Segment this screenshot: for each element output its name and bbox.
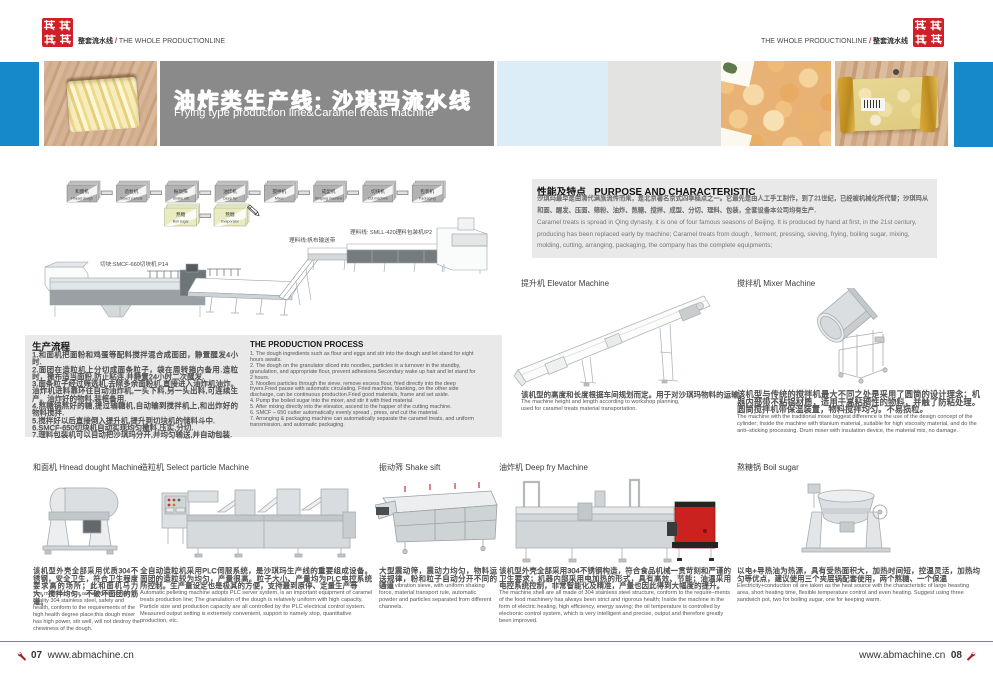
- svg-text:切块:SMCF-660切块机 P14: 切块:SMCF-660切块机 P14: [100, 260, 168, 268]
- svg-text:造粒机: 造粒机: [125, 188, 139, 195]
- svg-text:熬糖: 熬糖: [225, 211, 235, 218]
- svg-text:Packaging: Packaging: [419, 197, 436, 201]
- svg-text:油炸机: 油炸机: [223, 188, 237, 195]
- svg-text:理料线:帆布输送带: 理料线:帆布输送带: [289, 236, 336, 244]
- svg-text:包装机: 包装机: [420, 188, 434, 195]
- svg-text:搅拌机: 搅拌机: [272, 188, 286, 195]
- svg-text:Select particle: Select particle: [120, 197, 143, 201]
- svg-text:成型机: 成型机: [322, 188, 336, 195]
- svg-text:振动筛: 振动筛: [174, 188, 188, 195]
- svg-text:Boil sugar: Boil sugar: [173, 220, 190, 224]
- svg-text:Shake sift: Shake sift: [173, 197, 189, 201]
- svg-text:Cut machine: Cut machine: [368, 197, 388, 201]
- svg-text:Hnead dough: Hnead dough: [71, 197, 93, 201]
- svg-text:Shaping machine: Shaping machine: [315, 197, 343, 201]
- svg-text:Mixer: Mixer: [275, 197, 285, 201]
- svg-text:Evaporator: Evaporator: [221, 220, 239, 224]
- svg-text:Deep fry: Deep fry: [223, 197, 237, 201]
- svg-text:理料线: SMLL-420理料包装机/P2: 理料线: SMLL-420理料包装机/P2: [350, 228, 432, 236]
- svg-text:熬糖: 熬糖: [176, 211, 186, 218]
- svg-text:和面机: 和面机: [75, 188, 89, 195]
- svg-text:切块机: 切块机: [371, 188, 385, 195]
